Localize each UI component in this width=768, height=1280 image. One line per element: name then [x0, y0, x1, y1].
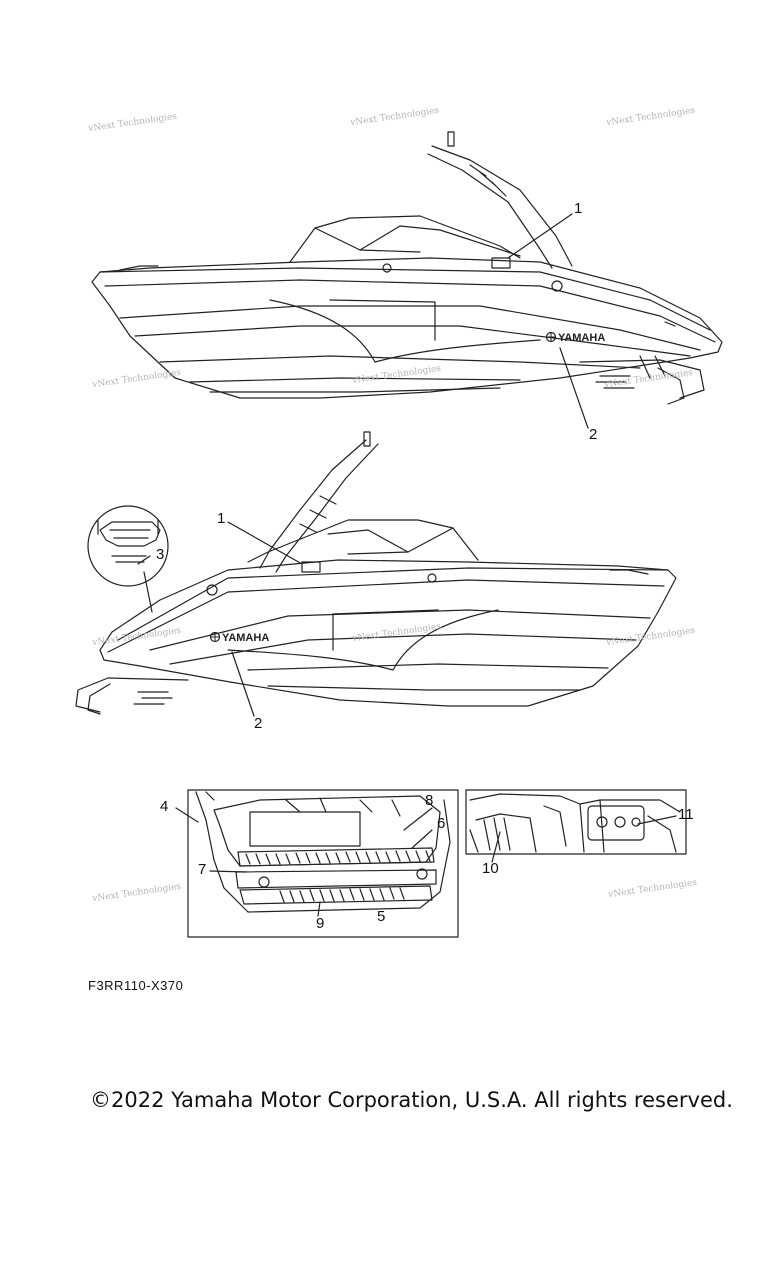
- callout-5: 5: [377, 908, 386, 925]
- leader-line-1-top: [507, 213, 573, 259]
- leader-line-10: [491, 831, 501, 863]
- leader-line-4: [175, 807, 199, 823]
- leader-line-2-middle: [231, 651, 255, 717]
- callout-2-top: 2: [589, 426, 598, 443]
- detail-left-frame: [187, 789, 459, 938]
- callout-1-middle: 1: [217, 510, 226, 527]
- yamaha-logo-icon-middle: [209, 631, 221, 643]
- callout-6: 6: [437, 815, 446, 832]
- yamaha-decal-middle: YAMAHA: [222, 632, 269, 644]
- callout-8: 8: [425, 792, 434, 809]
- leader-line-2-top: [559, 347, 589, 429]
- callout-9: 9: [316, 915, 325, 932]
- inset-detail-3: [87, 505, 169, 587]
- yamaha-logo-icon-top: [545, 331, 557, 343]
- yamaha-decal-top: YAMAHA: [558, 332, 605, 344]
- callout-10: 10: [482, 860, 499, 877]
- leader-line-1-middle: [227, 521, 303, 565]
- callout-1-top: 1: [574, 200, 583, 217]
- callout-2-middle: 2: [254, 715, 263, 732]
- callout-4: 4: [160, 798, 169, 815]
- leader-line-8: [403, 807, 433, 831]
- copyright-notice: ©2022 Yamaha Motor Corporation, U.S.A. A…: [90, 1088, 733, 1112]
- leader-line-6: [411, 829, 433, 849]
- leader-line-9: [317, 901, 321, 917]
- detail-right-frame: [465, 789, 687, 855]
- leader-line-7: [209, 870, 247, 873]
- boat-side-view-middle: [75, 431, 677, 715]
- boat-side-view-top: [91, 131, 723, 405]
- callout-11: 11: [678, 806, 694, 823]
- leader-line-11: [637, 815, 677, 825]
- callout-7: 7: [198, 861, 207, 878]
- leader-line-3-middle: [143, 571, 153, 613]
- callout-3: 3: [156, 546, 165, 563]
- part-code-label: F3RR110-X370: [88, 978, 184, 993]
